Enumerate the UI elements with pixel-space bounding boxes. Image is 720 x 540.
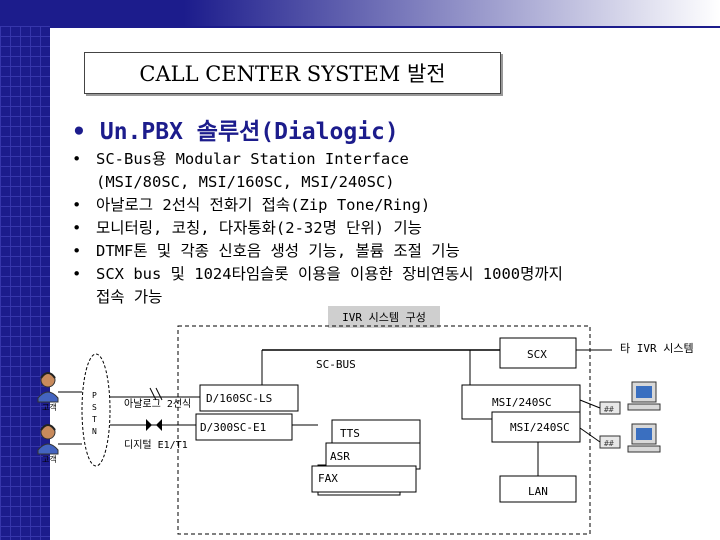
- pstn-letter-t: T: [92, 415, 97, 424]
- list-item: • SC-Bus용 Modular Station Interface (MSI/8…: [72, 148, 563, 194]
- list-item-line1: SC-Bus용 Modular Station Interface: [96, 150, 409, 168]
- d300sc-label: D/300SC-E1: [200, 421, 266, 434]
- scx-label: SCX: [527, 348, 547, 361]
- agent-computer-icon: [627, 423, 661, 453]
- section-heading: • Un.PBX 솔루션(Dialogic): [72, 112, 399, 146]
- slide-title-text: CALL CENTER SYSTEM 발전: [139, 62, 446, 86]
- scbus-label: SC-BUS: [316, 358, 356, 371]
- heading-bullet: •: [72, 119, 86, 145]
- tts-label: TTS: [340, 427, 360, 440]
- list-item-line1: 모니터링, 코칭, 다자통화(2-32명 단위) 기능: [96, 219, 422, 237]
- list-item-line1: SCX bus 및 1024타임슬롯 이용을 이용한 장비연동시 1000명까지: [96, 265, 563, 283]
- customer-agent-icon: [37, 372, 59, 403]
- pstn-letter-p: P: [92, 391, 97, 400]
- list-item: • 아날로그 2선식 전화기 접속(Zip Tone/Ring): [72, 194, 563, 217]
- ivr-caption-text: IVR 시스템 구성: [342, 311, 426, 324]
- pstn-cloud: [81, 353, 111, 467]
- customer-label-1: 고객: [42, 402, 57, 412]
- msi-240sc-label-bottom: MSI/240SC: [510, 421, 570, 434]
- agent-phone-icon: ##: [599, 435, 621, 449]
- d160sc-label: D/160SC-LS: [206, 392, 272, 405]
- list-item-line2: (MSI/80SC, MSI/160SC, MSI/240SC): [96, 173, 395, 191]
- lan-label: LAN: [528, 485, 548, 498]
- d160sc-box: [199, 384, 299, 412]
- list-item-line1: DTMF톤 및 각종 신호음 생성 기능, 볼륨 조절 기능: [96, 242, 460, 260]
- list-item: • DTMF톤 및 각종 신호음 생성 기능, 볼륨 조절 기능: [72, 240, 563, 263]
- analog-hash-2: [155, 387, 163, 401]
- svg-text:##: ##: [604, 439, 614, 448]
- tts-box: [331, 419, 421, 447]
- list-bullet: •: [72, 196, 82, 214]
- agent-phone-icon: ##: [599, 401, 621, 415]
- other-ivr-label: 타 IVR 시스템: [620, 342, 694, 355]
- msi-240sc-box-bottom: [491, 411, 581, 443]
- feature-list: • SC-Bus용 Modular Station Interface (MSI/8…: [72, 148, 563, 309]
- scx-box: [499, 337, 577, 369]
- lan-box: [499, 475, 577, 503]
- customer-agent-icon: [37, 424, 59, 455]
- list-item: • 모니터링, 코칭, 다자통화(2-32명 단위) 기능: [72, 217, 563, 240]
- ivr-caption-badge: IVR 시스템 구성: [328, 306, 440, 328]
- list-item-line1: 아날로그 2선식 전화기 접속(Zip Tone/Ring): [96, 196, 431, 214]
- list-bullet: •: [72, 242, 82, 260]
- list-bullet: •: [72, 265, 82, 283]
- list-item: • SCX bus 및 1024타임슬롯 이용을 이용한 장비연동시 1000명까…: [72, 263, 563, 309]
- analog-label: 아날로그 2선식: [124, 398, 191, 410]
- digital-label: 디지털 E1/T1: [124, 439, 188, 451]
- list-bullet: •: [72, 219, 82, 237]
- fax-box: [311, 465, 417, 493]
- d300sc-box: [195, 413, 293, 441]
- top-banner-gradient: [50, 0, 720, 26]
- msi-240sc-label-top: MSI/240SC: [492, 396, 552, 409]
- digital-arrow-left: [156, 419, 162, 431]
- fax-label: FAX: [318, 472, 338, 485]
- asr-box: [325, 442, 421, 470]
- agent-computer-icon: [627, 381, 661, 411]
- analog-hash-1: [149, 387, 157, 401]
- agent-link-2: [579, 427, 601, 443]
- pstn-letter-n: N: [92, 427, 97, 436]
- customer-label-2: 고객: [42, 454, 57, 464]
- asr-label: ASR: [330, 450, 350, 463]
- svg-text:##: ##: [604, 405, 614, 414]
- digital-arrow-right: [146, 419, 152, 431]
- heading-text: Un.PBX 솔루션(Dialogic): [99, 119, 399, 145]
- list-item-line2: 접속 가능: [96, 288, 163, 306]
- top-divider: [50, 26, 720, 28]
- pstn-letter-s: S: [92, 403, 97, 412]
- agent-link-1: [579, 399, 601, 409]
- list-bullet: •: [72, 150, 82, 168]
- slide-title: CALL CENTER SYSTEM 발전: [84, 52, 501, 94]
- ivr-system-boundary: [177, 325, 591, 535]
